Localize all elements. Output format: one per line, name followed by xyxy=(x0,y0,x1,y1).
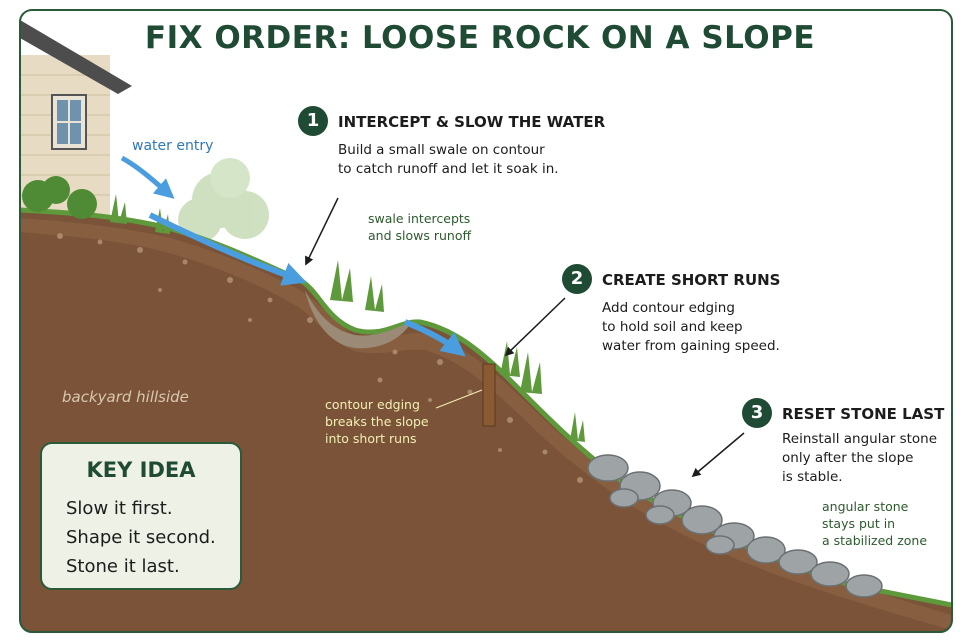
edging-callout-line xyxy=(435,389,483,409)
hillside-label: backyard hillside xyxy=(62,388,189,406)
shrubs xyxy=(22,176,97,219)
soil-pebbles xyxy=(57,233,583,483)
water-flow-arrow xyxy=(148,212,307,286)
step2-title: CREATE SHORT RUNS xyxy=(602,271,781,289)
grass-tufts xyxy=(110,194,585,442)
edging-callout: contour edging breaks the slope into sho… xyxy=(325,397,429,446)
background-shrub xyxy=(178,158,269,242)
step1-leader-arrow xyxy=(305,197,339,266)
key-idea-line-2: Shape it second. xyxy=(66,527,216,548)
water-entry-arrow xyxy=(120,155,175,199)
page-title: FIX ORDER: LOOSE ROCK ON A SLOPE xyxy=(144,20,816,56)
step3-leader-arrow xyxy=(691,432,745,478)
key-idea-line-1: Slow it first. xyxy=(66,498,173,519)
step2-badge: 2 xyxy=(562,264,592,294)
step1-description: Build a small swale on contour to catch … xyxy=(338,142,559,177)
water-flow-arrow-lower xyxy=(403,319,466,357)
step1-title: INTERCEPT & SLOW THE WATER xyxy=(338,113,606,131)
water-entry-label: water entry xyxy=(132,138,214,154)
key-idea-title: KEY IDEA xyxy=(86,458,196,482)
swale-gravel xyxy=(305,290,412,349)
step3-title: RESET STONE LAST xyxy=(782,405,945,423)
step1-badge: 1 xyxy=(298,106,328,136)
contour-edging-post xyxy=(482,363,496,427)
key-idea-box: KEY IDEA Slow it first. Shape it second.… xyxy=(40,442,242,590)
house xyxy=(20,20,132,215)
step3-badge: 3 xyxy=(742,398,772,428)
swale-callout: swale intercepts and slows runoff xyxy=(368,211,472,243)
step2-leader-arrow xyxy=(504,297,566,357)
key-idea-line-3: Stone it last. xyxy=(66,556,180,577)
stone-callout: angular stone stays put in a stabilized … xyxy=(822,499,928,548)
stone-zone xyxy=(587,454,883,598)
step2-description: Add contour edging to hold soil and keep… xyxy=(602,300,780,354)
diagram-frame xyxy=(19,9,953,633)
step3-description: Reinstall angular stone only after the s… xyxy=(782,431,938,485)
